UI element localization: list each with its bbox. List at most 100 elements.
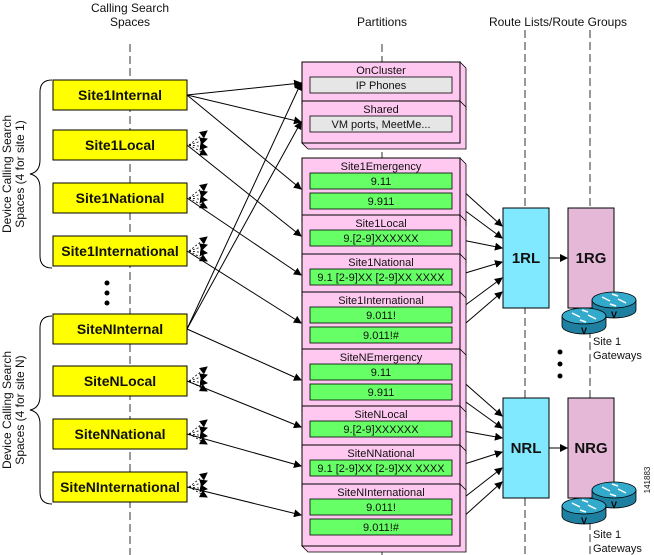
css-label: SiteNInternal [77, 321, 163, 337]
connector-arrow [186, 82, 302, 330]
ellipsis-dot [104, 300, 110, 306]
partition-title: SiteNInternational [337, 487, 424, 499]
css-header-line1: Calling Search [91, 1, 169, 15]
route-pattern: 9.011!# [363, 522, 400, 534]
partition-title: Site1Emergency [341, 161, 422, 173]
route-pattern: IP Phones [356, 80, 407, 92]
route-pattern: 9.11 [371, 176, 392, 188]
connector-arrow [186, 486, 302, 518]
route-pattern: 9.911 [368, 196, 395, 208]
site1-side-label-line2: Spaces (4 for site 1) [13, 120, 27, 227]
connector-arrow [186, 79, 302, 96]
partition-title: Site1Local [355, 218, 406, 230]
route-pattern: 9.011!# [363, 330, 400, 342]
voice-gateway-router-icon: V [561, 307, 607, 336]
partition-shared: Shared VM ports, MeetMe... [301, 100, 467, 150]
gateways: V V V V [561, 291, 637, 526]
route-list-nrl: NRL [502, 397, 550, 499]
css-box-siteninternational: SiteNInternational [52, 471, 188, 503]
siteN-brace [29, 315, 53, 505]
voice-badge: V [581, 326, 587, 336]
route-pattern-box [309, 498, 453, 516]
route-pattern: 9.1 [2-9]XX [2-9]XX XXXX [317, 463, 445, 475]
route-pattern: 9.011! [366, 310, 396, 322]
route-pattern: 9.1 [2-9]XX [2-9]XX XXXX [317, 272, 445, 284]
connector-arrow [186, 197, 302, 276]
voice-badge: V [611, 310, 617, 320]
ellipsis-dot [104, 290, 110, 296]
partition-title: SiteNEmergency [340, 352, 423, 364]
fan-out-arrows [188, 472, 208, 498]
connector-arrow [186, 94, 302, 190]
connector-arrow [186, 121, 302, 330]
siteN-gateway-label-line2: Gateways [593, 543, 642, 555]
partition-title: Shared [363, 104, 398, 116]
route-pattern-box [309, 363, 453, 381]
fan-out-arrows [188, 236, 208, 262]
css-label: Site1Internal [78, 87, 162, 103]
route-pattern: 9.911 [368, 387, 395, 399]
route-group-label: 1RG [576, 250, 607, 267]
connector-arrow [186, 250, 302, 324]
fan-out-arrows [188, 130, 208, 156]
css-label: SiteNInternational [60, 479, 180, 495]
css-box-site1local: Site1Local [52, 129, 188, 161]
routing-header: Route Lists/Route Groups [489, 15, 627, 29]
partition-title: SiteNNational [347, 448, 414, 460]
figure-id: 141883 [643, 466, 652, 493]
partition-title: OnCluster [356, 65, 406, 77]
voice-badge: V [581, 516, 587, 526]
route-group-label: NRG [574, 440, 607, 457]
css-box-site1international: Site1International [52, 235, 188, 267]
route-pattern-box [309, 420, 453, 438]
route-pattern-box [309, 76, 453, 94]
css-header-line2: Spaces [110, 15, 150, 29]
css-box-site1internal: Site1Internal [52, 79, 188, 111]
css-label: Site1International [61, 243, 178, 259]
route-pattern-box [309, 326, 453, 344]
fan-out-arrows [188, 183, 208, 209]
voice-gateway-router-icon: V [561, 497, 607, 526]
css-label: Site1National [76, 190, 165, 206]
route-pattern-box [309, 268, 453, 286]
voice-badge: V [611, 500, 617, 510]
route-pattern: 9.[2-9]XXXXXX [343, 424, 419, 436]
css-label: SiteNNational [74, 426, 165, 442]
css-box-siteninternal: SiteNInternal [52, 313, 188, 345]
site1-gateway-label-line1: Site 1 [593, 336, 621, 348]
route-pattern: VM ports, MeetMe... [331, 119, 430, 131]
ellipsis-dot [557, 361, 563, 367]
site1-side-label-line1: Device Calling Search [0, 115, 14, 233]
partition-title: SiteNLocal [354, 409, 407, 421]
siteN-side-label-line1: Device Calling Search [0, 351, 14, 469]
route-pattern: 9.11 [371, 367, 392, 379]
partitions-header: Partitions [357, 15, 407, 29]
route-pattern-box [309, 518, 453, 536]
route-pattern-box [309, 115, 453, 133]
css-box-sitenlocal: SiteNLocal [52, 365, 188, 397]
partition-site1international: Site1International 9.011! 9.011!# [301, 291, 467, 361]
css-box-site1national: Site1National [52, 182, 188, 214]
route-pattern-box [309, 229, 453, 247]
route-pattern-box [309, 306, 453, 324]
route-group-1rg: 1RG [567, 207, 615, 309]
site1-brace [29, 79, 53, 269]
fan-out-arrows [188, 366, 208, 392]
partition-title: Site1International [338, 295, 424, 307]
route-list-label: 1RL [512, 250, 540, 267]
connector-arrow [186, 94, 302, 125]
connector-arrow [186, 433, 302, 468]
siteN-side-label-line2: Spaces (4 for site N) [13, 355, 27, 464]
css-box-sitennational: SiteNNational [52, 418, 188, 450]
route-pattern-box [309, 383, 453, 401]
site1-gateway-label-line2: Gateways [593, 350, 642, 362]
calling-search-spaces: Site1InternalSite1LocalSite1NationalSite… [52, 79, 188, 503]
ellipsis-dot [557, 349, 563, 355]
connector-arrow [186, 380, 302, 429]
connector-arrow [186, 144, 302, 237]
ellipsis-dot [557, 373, 563, 379]
